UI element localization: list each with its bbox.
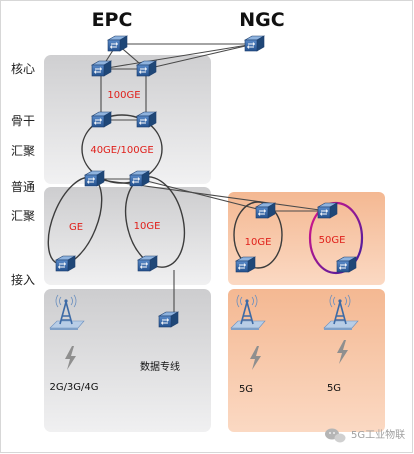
fiveg-access-router-left-icon	[235, 256, 256, 273]
fiveg-agg-router-left-icon	[255, 202, 276, 219]
ten-ge-access-router-icon	[137, 255, 158, 272]
backbone-router-right-icon	[136, 111, 157, 128]
core-ring-label: 100GE	[107, 90, 140, 101]
general-router-right-icon	[129, 170, 150, 187]
fiveg-label-b: 5G	[327, 383, 341, 394]
layer-label-access: 接入	[11, 272, 35, 287]
layer-label-backbone-agg: 汇聚	[11, 144, 35, 158]
backbone-ring	[81, 114, 163, 184]
ten-ge-ring-label: 10GE	[134, 221, 161, 232]
legacy-bs-label: 2G/3G/4G	[49, 382, 98, 393]
watermark-text: 5G工业物联	[351, 428, 405, 441]
layer-label-core: 核心	[11, 62, 35, 76]
core-router-right-icon	[136, 60, 157, 77]
epc-title: EPC	[92, 9, 133, 31]
general-router-left-icon	[84, 170, 105, 187]
watermark: 5G工业物联	[325, 428, 405, 443]
backbone-router-left-icon	[91, 111, 112, 128]
layer-label-general: 普通	[11, 180, 35, 194]
epc-router-icon	[107, 35, 128, 52]
wechat-icon	[325, 428, 346, 443]
general-aggregation-panel	[44, 187, 211, 285]
fiveg-50ge-ring-label: 50GE	[319, 235, 346, 246]
data-line-label: 数据专线	[140, 360, 180, 373]
fiveg-agg-router-right-icon	[317, 202, 338, 219]
layer-label-general-agg: 汇聚	[11, 209, 35, 223]
layer-label-backbone: 骨干	[11, 114, 35, 128]
backbone-ring-label: 40GE/100GE	[90, 145, 153, 156]
ngc-title: NGC	[239, 9, 284, 31]
fiveg-access-panel	[228, 289, 385, 432]
fiveg-label-a: 5G	[239, 384, 253, 395]
core-router-left-icon	[91, 60, 112, 77]
ngc-router-icon	[244, 35, 265, 52]
ge-access-router-icon	[55, 255, 76, 272]
data-line-device-icon	[158, 311, 179, 328]
fiveg-10ge-ring-label: 10GE	[245, 237, 272, 248]
ge-ring-label: GE	[69, 222, 83, 233]
fiveg-access-router-right-icon	[336, 256, 357, 273]
fiveg-10ge-ring	[233, 201, 283, 269]
